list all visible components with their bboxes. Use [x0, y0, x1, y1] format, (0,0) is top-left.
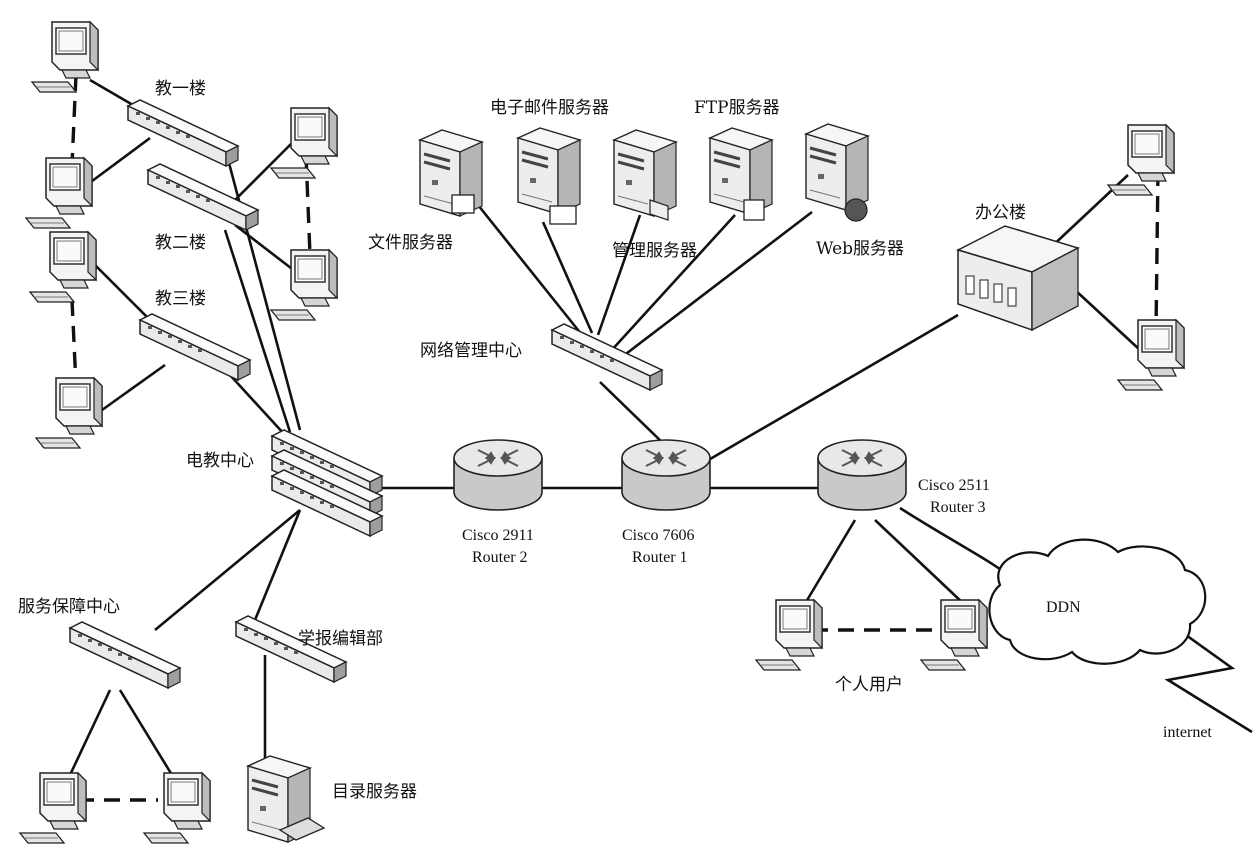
label-ftp-server: FTP服务器 [694, 98, 780, 118]
disc-icon [743, 199, 765, 221]
management-server-icon [612, 128, 678, 218]
router-3-model: Cisco 2511 [918, 477, 990, 494]
router-1-model: Cisco 7606 [622, 527, 694, 544]
switch-service-center-icon [69, 621, 181, 689]
connection-lines [68, 74, 1253, 802]
label-building2: 教二楼 [155, 233, 206, 253]
document-icon [451, 194, 475, 214]
email-server-icon [516, 126, 582, 216]
switch-journal-icon [235, 615, 347, 683]
desktop-computer-icon [143, 772, 211, 844]
settings-icon [649, 199, 669, 221]
label-mgmt-server: 管理服务器 [612, 241, 697, 261]
ddn-cloud-icon [988, 538, 1207, 665]
label-av-center: 电教中心 [186, 451, 254, 471]
desktop-computer-icon [270, 107, 338, 179]
label-net-mgmt-center: 网络管理中心 [420, 341, 522, 361]
desktop-computer-icon [31, 21, 99, 93]
label-building1: 教一楼 [155, 79, 206, 99]
label-journal-dept: 学报编辑部 [298, 629, 383, 649]
web-server-icon [804, 122, 870, 212]
switch-building1-icon [127, 99, 239, 167]
label-email-server: 电子邮件服务器 [490, 98, 609, 118]
desktop-computer-icon [1107, 124, 1175, 196]
label-ddn: DDN [1046, 599, 1081, 616]
router-3-name: Router 3 [930, 499, 986, 516]
desktop-computer-icon [755, 599, 823, 671]
desktop-computer-icon [25, 157, 93, 229]
desktop-computer-icon [1117, 319, 1185, 391]
router-3-icon [817, 439, 907, 511]
office-building-icon [955, 225, 1080, 332]
label-service-center: 服务保障中心 [18, 597, 120, 617]
label-personal-users: 个人用户 [835, 675, 903, 695]
router-2-icon [453, 439, 543, 511]
router-1-name: Router 1 [632, 549, 688, 566]
desktop-computer-icon [35, 377, 103, 449]
desktop-computer-icon [920, 599, 988, 671]
router-1-icon [621, 439, 711, 511]
globe-icon [844, 198, 868, 222]
label-directory-server: 目录服务器 [332, 782, 417, 802]
switch-building2-icon [147, 163, 259, 231]
desktop-computer-icon [29, 231, 97, 303]
label-web-server: Web服务器 [816, 239, 904, 259]
switch-net-mgmt-icon [551, 323, 663, 391]
router-2-model: Cisco 2911 [462, 527, 534, 544]
label-file-server: 文件服务器 [368, 233, 453, 253]
mail-envelope-icon [549, 205, 577, 225]
label-internet: internet [1163, 724, 1212, 741]
desktop-computer-icon [19, 772, 87, 844]
router-2-name: Router 2 [472, 549, 528, 566]
printer-icon [278, 817, 326, 841]
label-building3: 教三楼 [155, 289, 206, 309]
label-office-building: 办公楼 [975, 203, 1026, 223]
